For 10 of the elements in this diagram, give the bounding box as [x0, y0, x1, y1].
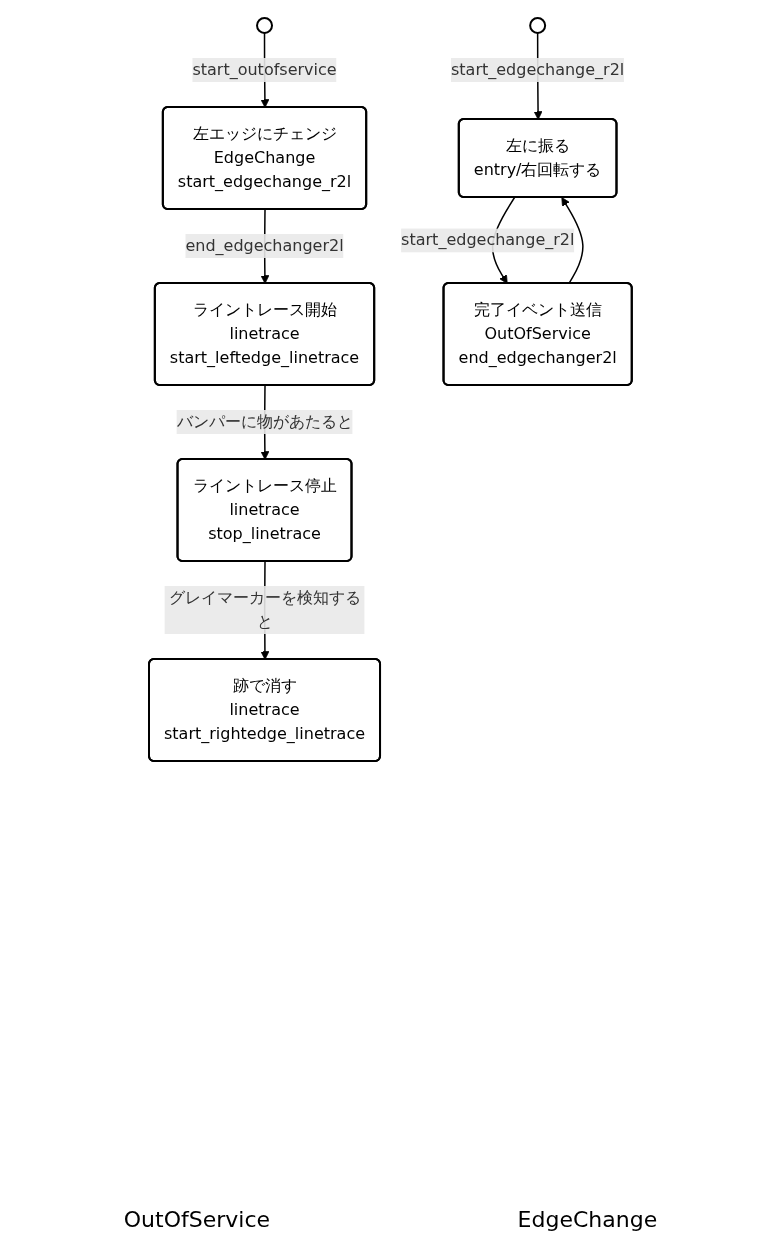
edge-label: グレイマーカーを検知すると: [168, 587, 361, 631]
edge-label: start_outofservice: [192, 60, 337, 79]
edge-label: end_edgechanger2l: [185, 236, 344, 255]
diagram-name: OutOfService: [123, 1207, 271, 1232]
edge-label: start_edgechange_r2l: [451, 60, 625, 79]
node-circle: [529, 17, 547, 34]
edge-label: start_edgechange_r2l: [401, 230, 575, 250]
diagram-name: EdgeChange: [517, 1207, 658, 1232]
edge-label: バンパーに物があたると: [176, 411, 353, 431]
node-circle: [256, 17, 274, 34]
